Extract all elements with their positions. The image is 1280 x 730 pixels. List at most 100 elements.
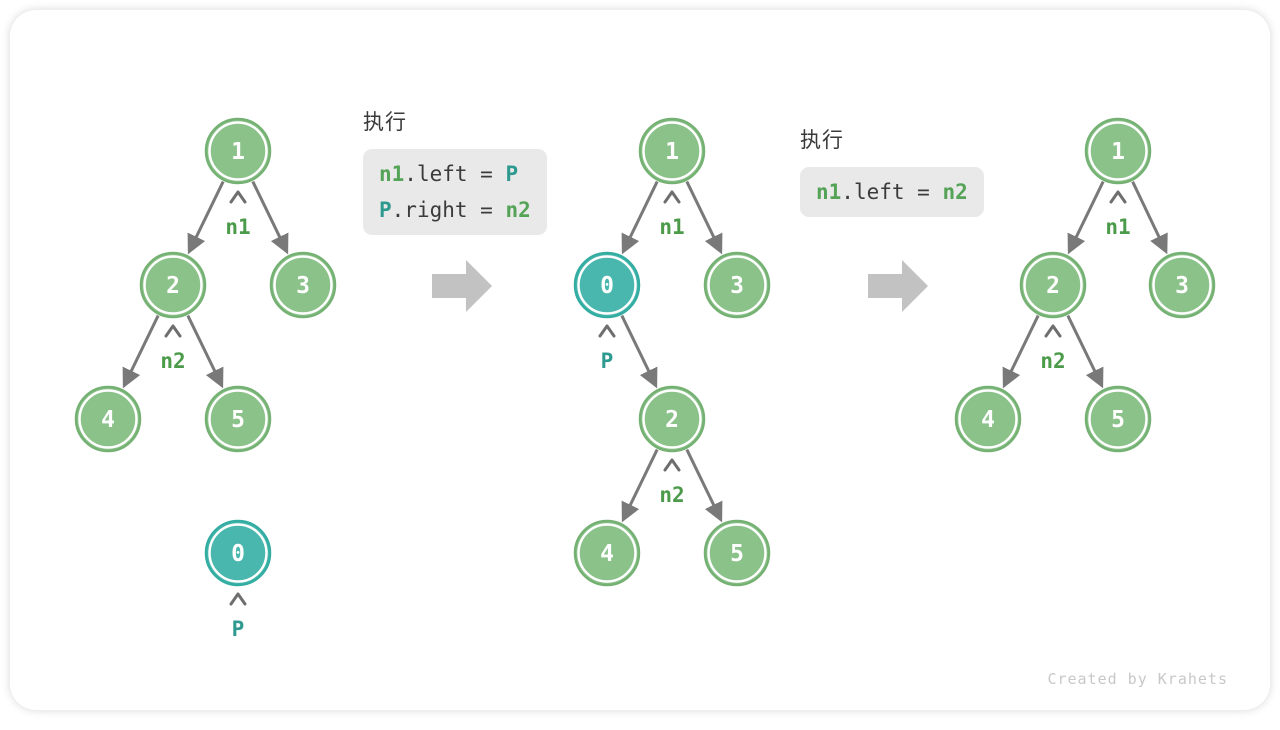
node-value: 1	[665, 139, 679, 165]
step-2-title: 执行	[800, 129, 844, 152]
node-value: 1	[231, 139, 245, 165]
step-1-title: 执行	[363, 111, 407, 134]
node-value: 5	[730, 541, 744, 567]
step-2: 执行 n1.left = n2	[800, 124, 984, 217]
node-inner-ring	[143, 255, 203, 315]
pointer-caret-icon	[229, 190, 247, 204]
node-inner-ring	[208, 389, 268, 449]
tree-node-5: 5	[204, 385, 272, 453]
tree-edge	[620, 314, 658, 389]
tree-node-5: 5	[1084, 385, 1152, 453]
node-value: 2	[1046, 273, 1060, 299]
node-circle	[638, 117, 706, 185]
node-inner-ring	[1088, 121, 1148, 181]
tree-edge	[1002, 314, 1040, 389]
pointer-label-n1: n1	[1105, 215, 1130, 239]
node-inner-ring	[707, 523, 767, 583]
node-inner-ring	[958, 389, 1018, 449]
tree-edge	[685, 180, 723, 255]
node-circle	[703, 519, 771, 587]
pointer-label-n1: n1	[659, 215, 684, 239]
code-line: n1.left = P	[379, 156, 531, 192]
tree-node-2: 2 n2	[638, 385, 706, 507]
node-value: 5	[231, 407, 245, 433]
tree-node-5: 5	[703, 519, 771, 587]
node-value: 4	[600, 541, 614, 567]
tree-node-3: 3	[1148, 251, 1216, 319]
node-inner-ring	[208, 523, 268, 583]
node-circle	[1084, 117, 1152, 185]
tree-with-p-inserted: 1 n1 0P 3 2 n2 4 5	[573, 117, 771, 587]
tree-edge	[1067, 180, 1105, 255]
tree-edge	[1066, 314, 1104, 389]
node-circle	[139, 251, 207, 319]
code-token: n1	[816, 180, 842, 204]
tree-node-1: 1 n1	[1084, 117, 1152, 239]
node-inner-ring	[78, 389, 138, 449]
step-arrow-icon	[432, 260, 492, 312]
code-line: P.right = n2	[379, 192, 531, 228]
node-value: 1	[1111, 139, 1125, 165]
pointer-label-n1: n1	[225, 215, 250, 239]
tree-node-1: 1 n1	[204, 117, 272, 239]
pointer-caret-icon	[1109, 190, 1127, 204]
node-inner-ring	[273, 255, 333, 315]
tree-node-2: 2n2	[139, 251, 207, 373]
node-circle	[204, 117, 272, 185]
tree-node-3: 3	[703, 251, 771, 319]
node-value: 5	[1111, 407, 1125, 433]
step-arrow-icon	[868, 260, 928, 312]
pointer-caret-icon	[663, 190, 681, 204]
node-inner-ring	[707, 255, 767, 315]
tree-node-0: 0P	[204, 519, 272, 641]
pointer-label-n2: n2	[659, 483, 684, 507]
code-token: n2	[942, 180, 968, 204]
watermark-credit: Created by Krahets	[1047, 670, 1228, 688]
pointer-caret-icon	[663, 458, 681, 472]
tree-node-4: 4	[954, 385, 1022, 453]
node-value: 2	[166, 273, 180, 299]
node-inner-ring	[1152, 255, 1212, 315]
node-inner-ring	[642, 389, 702, 449]
tree-edge	[251, 180, 289, 255]
node-value: 4	[981, 407, 995, 433]
pointer-caret-icon	[598, 324, 616, 338]
node-circle	[638, 385, 706, 453]
tree-node-4: 4	[573, 519, 641, 587]
tree-node-2: 2n2	[1019, 251, 1087, 373]
tree-node-3: 3	[269, 251, 337, 319]
code-line: n1.left = n2	[816, 174, 968, 210]
node-circle	[74, 385, 142, 453]
node-inner-ring	[642, 121, 702, 181]
tree-edge	[187, 180, 225, 255]
pointer-label-P: P	[601, 349, 614, 373]
node-circle	[573, 519, 641, 587]
pointer-label-P: P	[232, 617, 245, 641]
node-circle	[703, 251, 771, 319]
node-circle	[204, 519, 272, 587]
node-inner-ring	[577, 523, 637, 583]
node-inner-ring	[1023, 255, 1083, 315]
tree-node-1: 1 n1	[638, 117, 706, 239]
node-circle	[269, 251, 337, 319]
tree-node-0: 0P	[573, 251, 641, 373]
node-value: 0	[231, 541, 245, 567]
node-circle	[1019, 251, 1087, 319]
code-token: .left =	[404, 162, 506, 186]
node-circle	[954, 385, 1022, 453]
tree-edge	[621, 448, 659, 523]
code-token: P	[505, 162, 519, 186]
pointer-caret-icon	[1044, 324, 1062, 338]
code-token: n2	[505, 198, 531, 222]
code-token: .right =	[391, 198, 506, 222]
tree-node-4: 4	[74, 385, 142, 453]
pointer-caret-icon	[164, 324, 182, 338]
node-value: 2	[665, 407, 679, 433]
node-inner-ring	[577, 255, 637, 315]
node-value: 3	[1175, 273, 1189, 299]
code-token: n1	[379, 162, 405, 186]
